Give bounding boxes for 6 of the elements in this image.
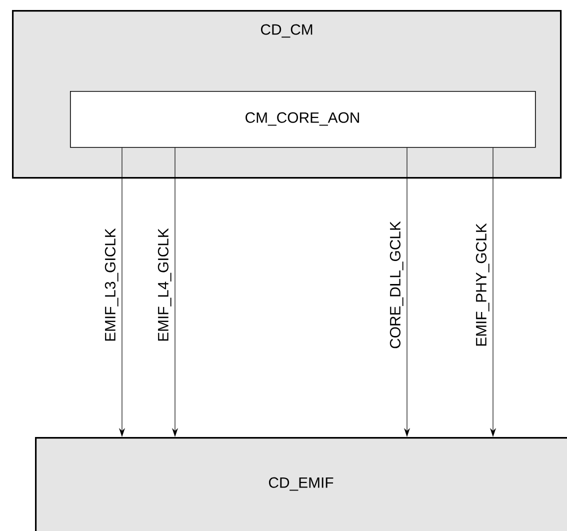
edge-label: EMIF_L4_GICLK [158,228,172,341]
domain-box: CD_EMIF [35,437,567,531]
module-box: CM_CORE_AON [70,91,536,148]
edge-label: CORE_DLL_GCLK [390,221,404,348]
edge-label: EMIF_PHY_GCLK [476,223,490,346]
edge-label: EMIF_L3_GICLK [104,228,118,341]
